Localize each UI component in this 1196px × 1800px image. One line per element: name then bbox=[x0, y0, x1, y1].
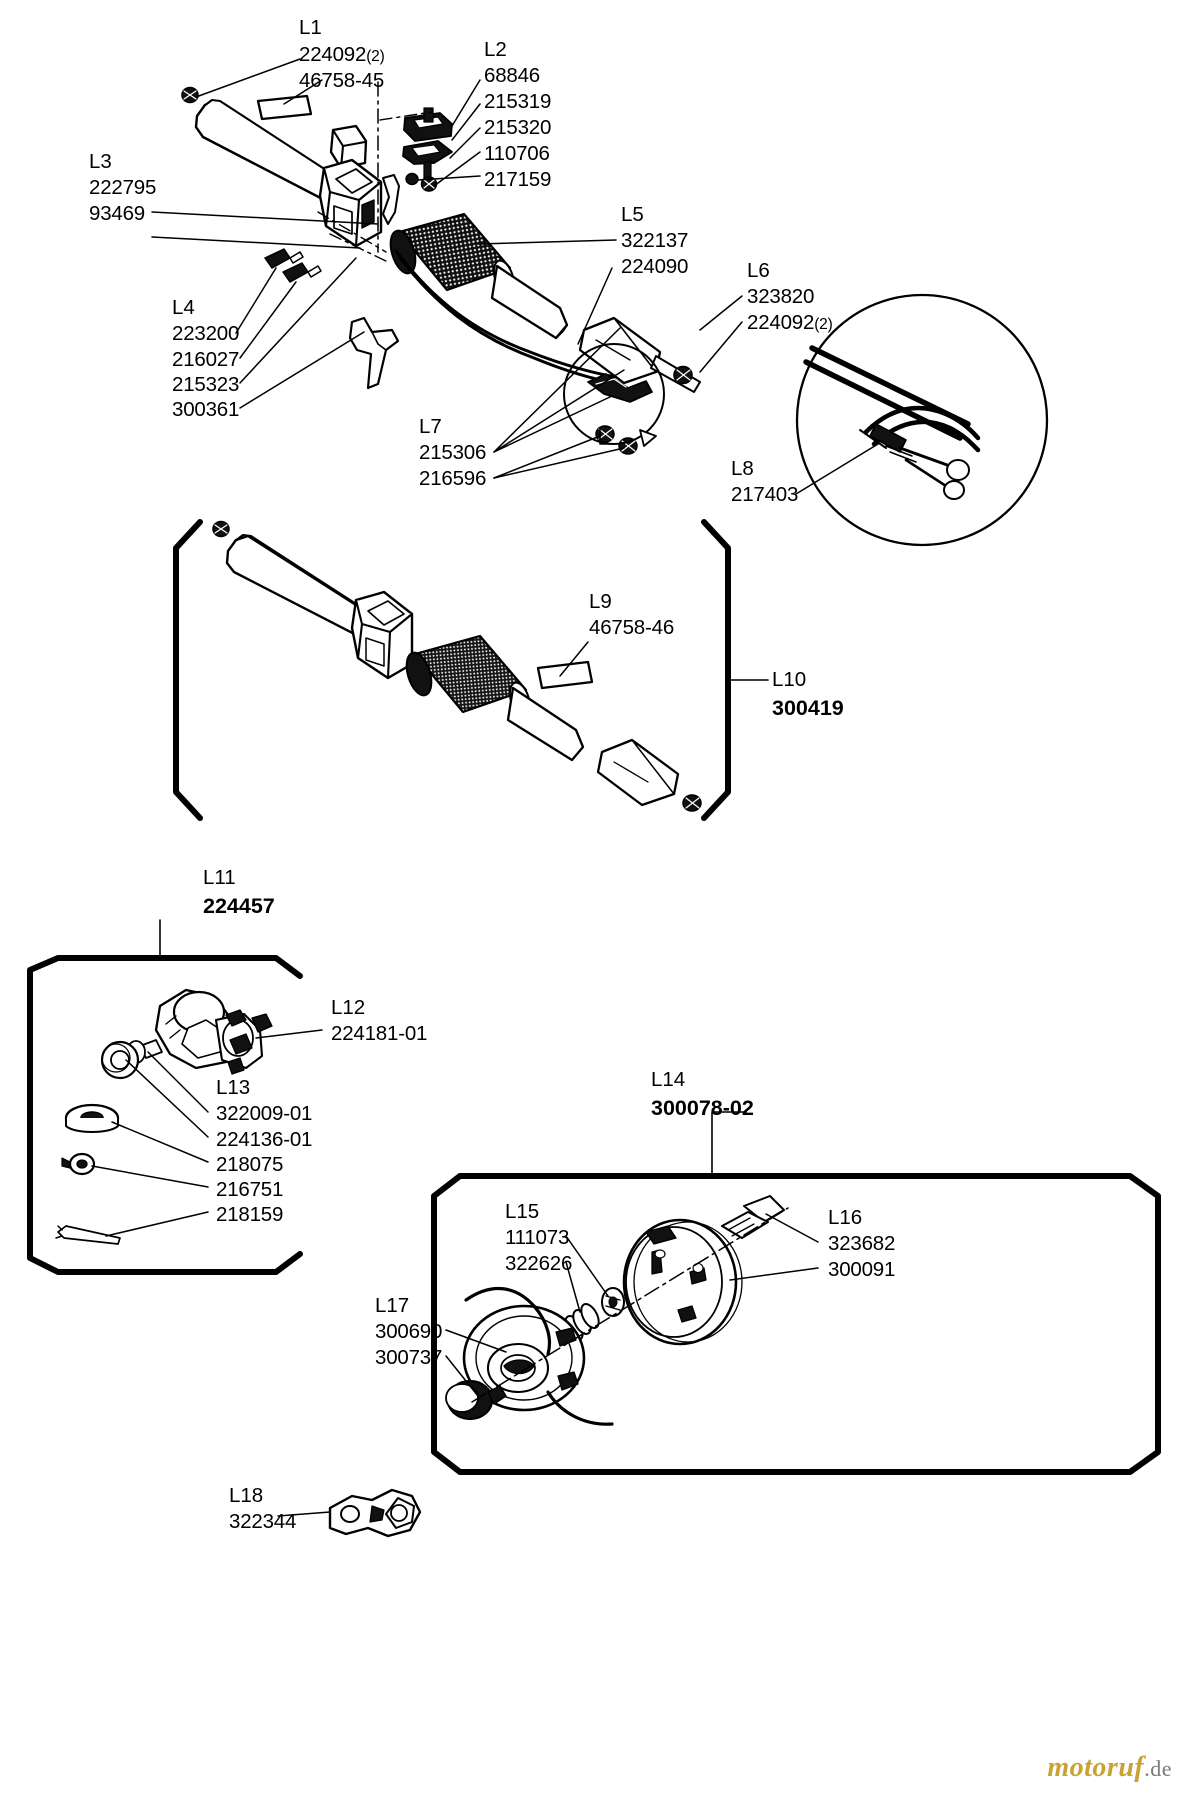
callout-tag-L8: L8 bbox=[731, 457, 754, 480]
callout-code-L3-1: 222795 bbox=[89, 176, 157, 199]
callout-code-L2-5: 217159 bbox=[484, 168, 552, 191]
callout-code-L2-2: 215319 bbox=[484, 90, 552, 113]
callout-code-L13-4: 216751 bbox=[216, 1178, 284, 1201]
throttle-cable-top bbox=[394, 249, 624, 386]
assembly-L10 bbox=[212, 520, 702, 812]
trigger-300361 bbox=[348, 316, 400, 390]
callout-code-L2-1: 68846 bbox=[484, 64, 541, 87]
callout-tag-L7: L7 bbox=[419, 415, 442, 438]
callout-tag-L13: L13 bbox=[216, 1076, 251, 1099]
trigger-lever-mounted bbox=[382, 174, 400, 225]
trimmer-head-L14 bbox=[445, 1195, 789, 1426]
callout-code-L13-2: 224136-01 bbox=[216, 1128, 313, 1151]
leader-L14 bbox=[711, 1111, 747, 1177]
callout-code-L4-2: 216027 bbox=[172, 348, 240, 371]
callout-code-L18-1: 322344 bbox=[229, 1510, 297, 1533]
callout-code-L13-5: 218159 bbox=[216, 1203, 284, 1226]
callout-code-L13-1: 322009-01 bbox=[216, 1102, 313, 1125]
callout-code-L1-2: 46758-45 bbox=[299, 69, 385, 92]
callout-code-L13-3: 218075 bbox=[216, 1153, 284, 1176]
callout-code-L4-4: 300361 bbox=[172, 398, 240, 421]
trigger-housing bbox=[318, 158, 383, 248]
callout-tag-L10: L10 bbox=[772, 668, 807, 691]
screw-217159 bbox=[405, 172, 419, 186]
bolt-224092-top bbox=[181, 86, 199, 104]
callout-code-L5-1: 322137 bbox=[621, 229, 689, 252]
wrench-322344 bbox=[328, 1488, 422, 1538]
callout-code-L1-1: 224092(2) bbox=[299, 43, 385, 67]
watermark-brand: motoruf bbox=[1047, 1752, 1145, 1783]
bolt-216596-a bbox=[595, 425, 615, 443]
callout-tag-L9: L9 bbox=[589, 590, 612, 613]
callout-code-L8-1: 217403 bbox=[731, 483, 799, 506]
callout-code-L16-2: 300091 bbox=[828, 1258, 896, 1281]
callout-code-L14-1: 300078-02 bbox=[651, 1096, 754, 1120]
callout-tag-L16: L16 bbox=[828, 1206, 863, 1229]
bracket-L11 bbox=[27, 955, 303, 1275]
callout-tag-L3: L3 bbox=[89, 150, 112, 173]
callout-code-L4-1: 223200 bbox=[172, 322, 240, 345]
upper-shaft-tube bbox=[194, 98, 351, 208]
callout-tag-L2: L2 bbox=[484, 38, 507, 61]
callout-tag-L18: L18 bbox=[229, 1484, 264, 1507]
callout-code-L3-2: 93469 bbox=[89, 202, 146, 225]
code-text: 224092 bbox=[747, 311, 815, 334]
callout-tag-L12: L12 bbox=[331, 996, 366, 1019]
callout-code-L2-4: 110706 bbox=[484, 142, 550, 165]
gearbox-L11 bbox=[55, 988, 273, 1245]
callout-code-L10-1: 300419 bbox=[772, 696, 844, 720]
screw-223200 bbox=[264, 248, 304, 269]
detail-circle-L8 bbox=[795, 293, 1049, 547]
bolt-L10-top bbox=[212, 520, 230, 538]
callout-code-L15-2: 322626 bbox=[505, 1252, 573, 1275]
callout-tag-L6: L6 bbox=[747, 259, 770, 282]
callout-tag-L14: L14 bbox=[651, 1068, 686, 1091]
callout-code-L5-2: 224090 bbox=[621, 255, 689, 278]
callout-tag-L4: L4 bbox=[172, 296, 195, 319]
callout-code-L15-1: 111073 bbox=[505, 1226, 570, 1249]
qty-text: (2) bbox=[366, 48, 385, 65]
callout-tag-L15: L15 bbox=[505, 1200, 540, 1223]
screw-216027 bbox=[282, 262, 322, 283]
bolt-224092-right bbox=[673, 365, 693, 385]
watermark-suffix: .de bbox=[1144, 1756, 1172, 1781]
qty-text: (2) bbox=[814, 316, 833, 333]
leader-lines bbox=[91, 58, 879, 1517]
watermark: motoruf.de bbox=[1047, 1752, 1172, 1784]
callout-code-L6-2: 224092(2) bbox=[747, 311, 833, 335]
callout-code-L16-1: 323682 bbox=[828, 1232, 896, 1255]
bracket-L14 bbox=[431, 1173, 1161, 1475]
callout-code-L17-1: 300690 bbox=[375, 1320, 443, 1343]
callout-code-L6-1: 323820 bbox=[747, 285, 815, 308]
decal-46758-45 bbox=[256, 94, 313, 121]
callout-code-L7-2: 216596 bbox=[419, 467, 487, 490]
callout-tag-L1: L1 bbox=[299, 16, 322, 39]
code-text: 224092 bbox=[299, 43, 367, 66]
callout-code-L2-3: 215320 bbox=[484, 116, 552, 139]
callout-code-L4-3: 215323 bbox=[172, 373, 240, 396]
callout-code-L11-1: 224457 bbox=[203, 894, 275, 918]
lever-assembly-215306 bbox=[587, 373, 653, 403]
detail-callout-circle-small bbox=[563, 343, 665, 447]
callout-code-L9-1: 46758-46 bbox=[589, 616, 675, 639]
bolt-L10-bottom bbox=[682, 794, 702, 812]
callout-tag-L17: L17 bbox=[375, 1294, 410, 1317]
switch-plate-68846 bbox=[403, 107, 453, 142]
switch-bracket-215319 bbox=[402, 140, 453, 182]
callout-code-L12-1: 224181-01 bbox=[331, 1022, 428, 1045]
callout-code-L17-2: 300737 bbox=[375, 1346, 443, 1369]
lower-shaft-tube bbox=[490, 264, 569, 340]
callout-tag-L5: L5 bbox=[621, 203, 644, 226]
callout-tag-L11: L11 bbox=[203, 866, 236, 889]
bracket-L10 bbox=[173, 519, 731, 821]
callout-code-L7-1: 215306 bbox=[419, 441, 487, 464]
